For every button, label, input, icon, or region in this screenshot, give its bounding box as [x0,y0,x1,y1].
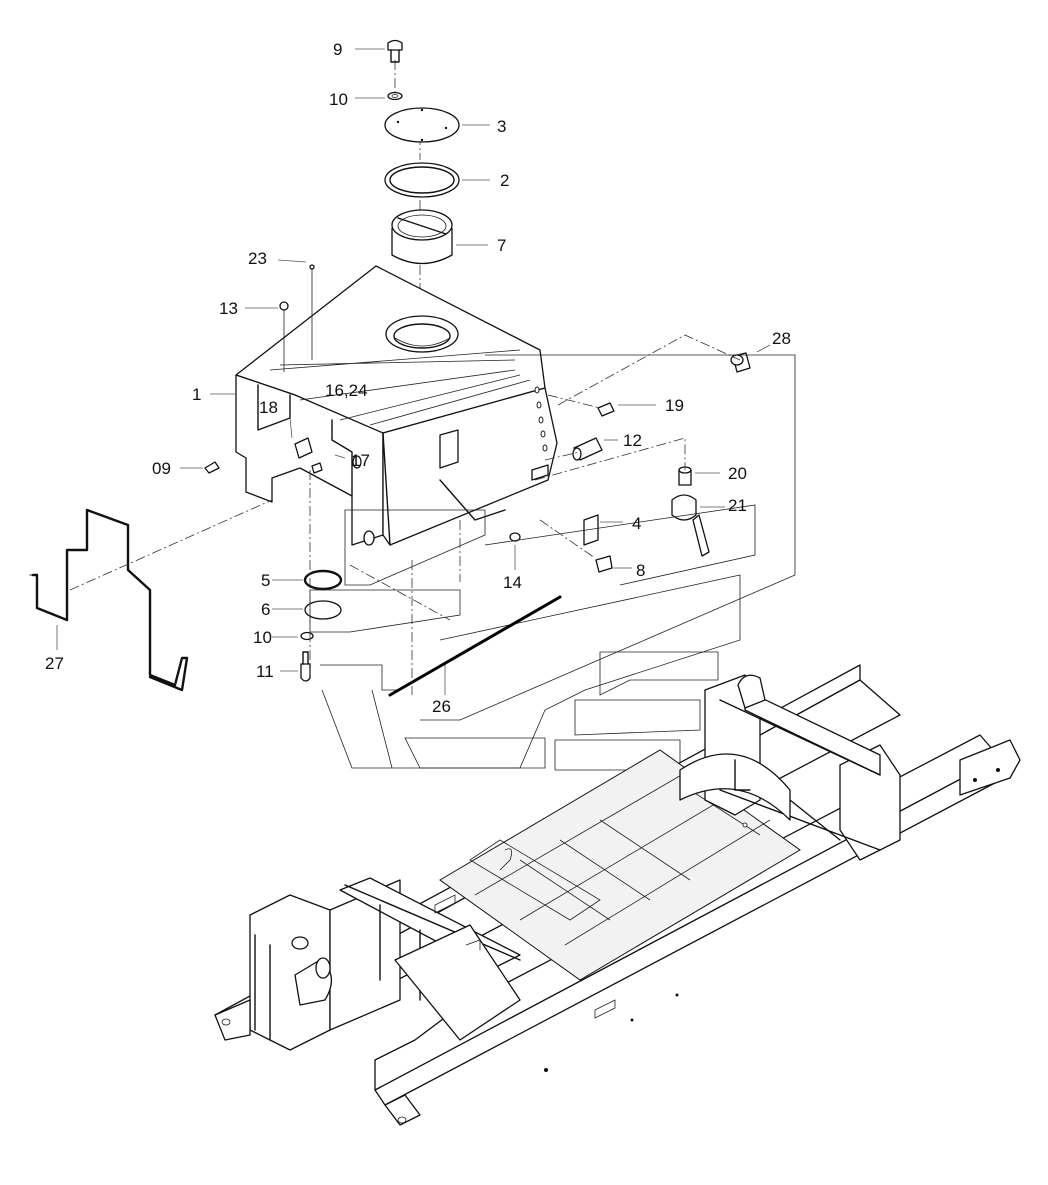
callout-3: 3 [497,117,506,136]
callout-8: 8 [636,561,645,580]
tank-hardware [204,264,751,682]
callout-13: 13 [219,299,238,318]
callout-16-24: 16,24 [325,381,368,400]
callout-09: 09 [152,459,171,478]
callout-12: 12 [623,431,642,450]
callout-7: 7 [497,236,506,255]
wire-guard-27 [29,508,189,692]
callout-27: 27 [45,654,64,673]
main-frame [214,664,1021,1126]
callout-17: 17 [351,451,370,470]
tank-body [235,265,558,546]
callout-11: 11 [256,662,274,681]
guard-panels [309,354,796,771]
callout-20: 20 [728,464,747,483]
callout-5: 5 [261,571,270,590]
callout-14: 14 [503,573,522,592]
leader-lines [56,48,771,695]
callout-labels: 9 10 3 2 7 23 13 28 1 16,24 18 19 12 17 … [45,40,791,716]
callout-26: 26 [432,697,451,716]
callout-10-bottom: 10 [253,628,272,647]
callout-2: 2 [500,171,509,190]
callout-1: 1 [192,385,201,404]
filler-cap-assembly [384,39,460,315]
callout-23: 23 [248,249,267,268]
callout-28: 28 [772,329,791,348]
callout-4: 4 [632,514,641,533]
callout-6: 6 [261,600,270,619]
hose-26 [388,595,562,697]
callout-21: 21 [728,496,747,515]
callout-9: 9 [333,40,342,59]
callout-10-top: 10 [329,90,348,109]
callout-19: 19 [665,396,684,415]
callout-18: 18 [259,398,278,417]
